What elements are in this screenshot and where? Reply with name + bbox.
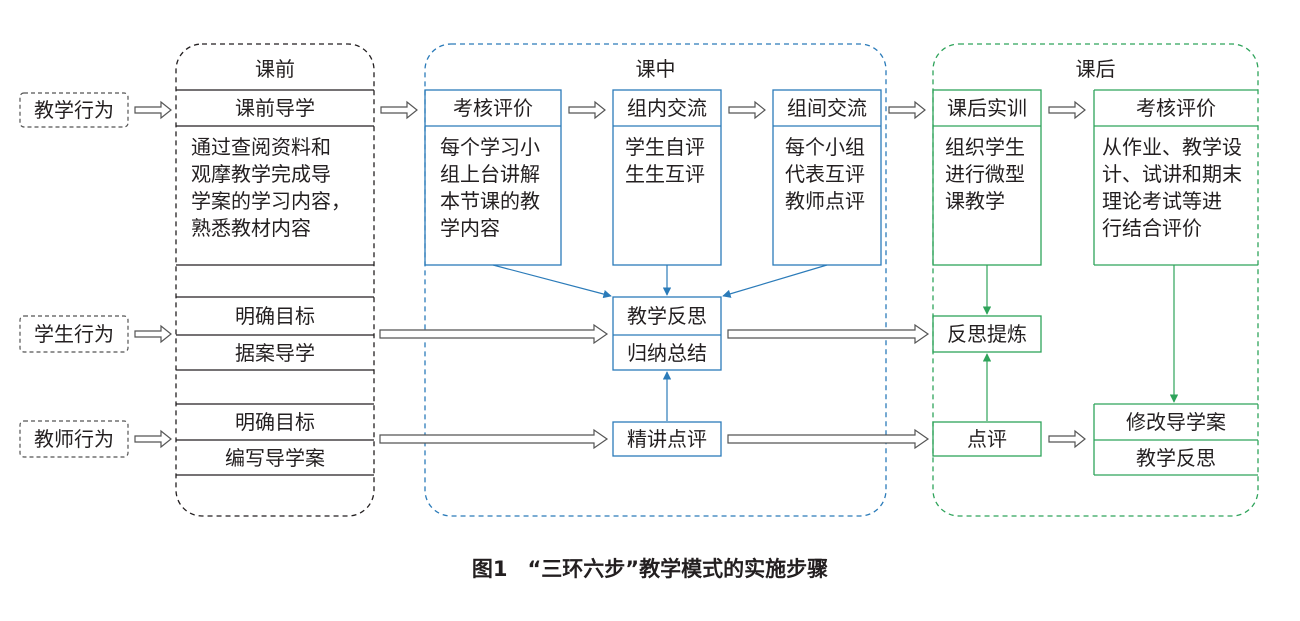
post-class-step-1-title: 课后实训 [947,96,1027,120]
in-class-step-2-text: 学生自评 生生互评 [625,135,705,186]
pre-class-student-1: 明确目标 [235,304,315,328]
hollow-arrows [134,100,1086,449]
pre-class-step-title: 课前导学 [235,96,315,120]
in-class-step-1-title: 考核评价 [453,96,533,120]
post-class-panel [932,43,1259,517]
post-class-revise-2: 教学反思 [1136,445,1216,470]
figure-caption-text: “三环六步”教学模式的实施步骤 [527,557,829,581]
post-class-boxes [932,89,1258,476]
pre-class-rules [176,89,374,476]
pre-class-title: 课前 [255,57,295,81]
in-class-student-2: 归纳总结 [627,340,707,365]
pre-class-student-2: 据案导学 [235,340,315,365]
pre-class-step-text: 通过查阅资料和 观摩教学完成导 学案的学习内容， 熟悉教材内容 [191,135,351,240]
figure-caption: 图1 “三环六步”教学模式的实施步骤 [0,553,1300,583]
in-class-step-2-title: 组内交流 [627,96,707,120]
row-label-teaching: 教学行为 [34,98,114,122]
pre-class-panel [175,43,375,517]
row-label-teacher: 教师行为 [34,427,114,451]
post-class-teacher: 点评 [967,427,1007,451]
row-label-student: 学生行为 [34,322,114,346]
post-class-step-2-title: 考核评价 [1136,96,1216,120]
pre-class-teacher-1: 明确目标 [235,410,315,434]
in-class-step-1-text: 每个学习小 组上台讲解 本节课的教 学内容 [440,135,540,240]
in-class-step-3-title: 组间交流 [787,96,867,120]
in-class-panel [424,43,887,517]
long-hollow-arrows [379,323,930,450]
figure-caption-label: 图1 [471,557,508,581]
in-class-step-3-text: 每个小组 代表互评 教师点评 [785,135,865,213]
post-class-revise-1: 修改导学案 [1126,410,1226,434]
pre-class-teacher-2: 编写导学案 [225,445,325,470]
post-class-step-2-text: 从作业、教学设 计、试讲和期末 理论考试等进 行结合评价 [1102,135,1242,240]
post-class-student: 反思提炼 [947,322,1027,346]
in-class-teacher: 精讲点评 [627,427,707,451]
in-class-title: 课中 [635,57,676,81]
row-label-boxes [19,92,129,458]
connector-arrows [492,264,1179,421]
post-class-title: 课后 [1075,57,1116,81]
post-class-step-1-text: 组织学生 进行微型 课教学 [945,135,1025,213]
in-class-student-1: 教学反思 [627,304,707,328]
